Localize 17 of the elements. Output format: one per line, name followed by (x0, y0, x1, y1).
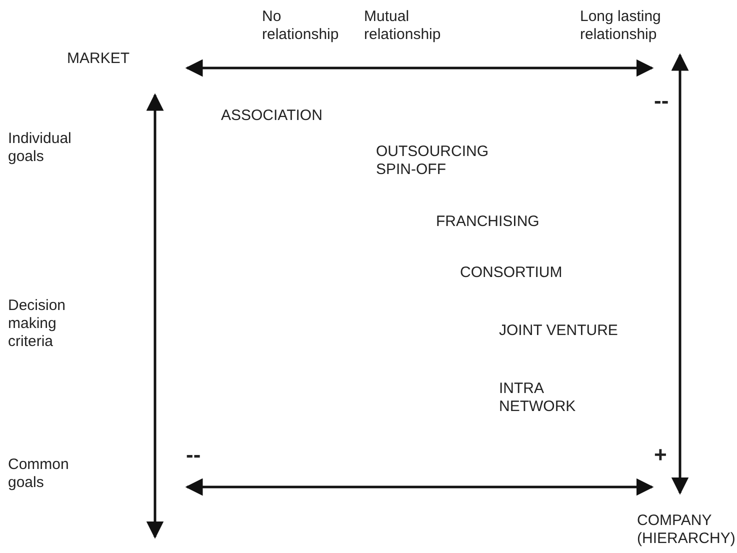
axis-label: Decision making criteria (8, 297, 67, 351)
column-heading: Long lasting relationship (580, 8, 662, 44)
axis-label: Individual goals (8, 130, 72, 166)
category-label: JOINT VENTURE (499, 322, 618, 340)
category-label: FRANCHISING (436, 213, 540, 231)
category-label: OUTSOURCING SPIN-OFF (376, 143, 490, 179)
category-label: INTRA NETWORK (499, 380, 577, 416)
category-label: ASSOCIATION (221, 107, 322, 125)
category-label: CONSORTIUM (460, 264, 562, 282)
column-heading: Mutual relationship (364, 8, 442, 44)
column-heading: No relationship (262, 8, 340, 44)
sign-label: -- (654, 92, 669, 110)
sign-label: + (654, 446, 667, 464)
axis-label: MARKET (67, 50, 130, 68)
axis-label: COMPANY (HIERARCHY) (637, 512, 736, 548)
sign-label: -- (186, 446, 201, 464)
axis-label: Common goals (8, 456, 70, 492)
